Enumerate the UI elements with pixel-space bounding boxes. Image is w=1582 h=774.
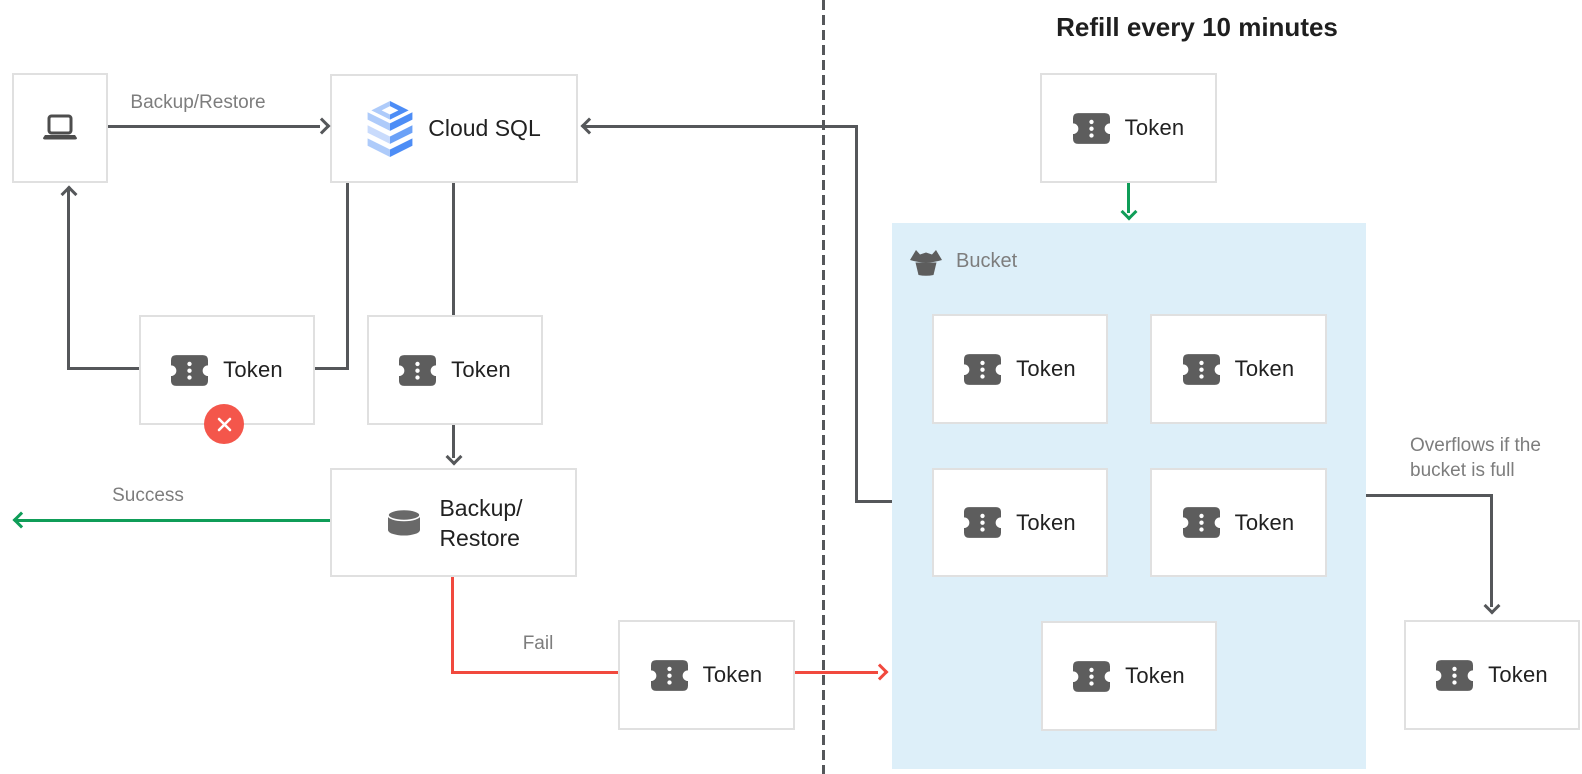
arrowhead — [1120, 203, 1138, 221]
edge-label-fail: Fail — [522, 633, 554, 654]
arrowhead — [871, 663, 889, 681]
arrowhead — [12, 511, 30, 529]
bucket-icon — [910, 250, 942, 276]
error-badge — [204, 404, 244, 444]
token-ticket-icon — [1182, 353, 1220, 385]
database-cylinder-icon — [387, 508, 422, 535]
edge-rejected-to-client-v — [67, 190, 70, 370]
client-node — [12, 73, 108, 183]
backup-restore-node: Backup/ Restore — [330, 468, 577, 577]
edge-bucket-to-cloudsql-h1 — [583, 125, 858, 128]
arrowhead — [445, 448, 463, 466]
token-ticket-icon — [399, 354, 437, 386]
edge-token-to-backup — [452, 425, 455, 458]
edge-cloudsql-to-token — [452, 183, 455, 315]
laptop-icon — [43, 114, 77, 140]
arrowhead — [1483, 597, 1501, 615]
edge-rejected-to-client-h — [67, 367, 139, 370]
edge-refill-to-bucket — [1127, 183, 1130, 213]
token-label: Token — [1125, 663, 1185, 688]
page-title: Refill every 10 minutes — [1056, 12, 1338, 42]
edge-success — [16, 519, 330, 522]
token-node-overflow: Token — [1404, 620, 1580, 730]
edge-bucket-to-cloudsql-h2 — [855, 500, 892, 503]
cloud-sql-node: Cloud SQL — [330, 74, 578, 183]
edge-label-backup-restore: Backup/Restore — [130, 92, 266, 113]
token-ticket-icon — [1072, 112, 1110, 144]
edge-cloudsql-to-rejected-v — [346, 183, 349, 370]
token-ticket-icon — [964, 507, 1002, 538]
bucket-caption: Bucket — [909, 246, 1017, 276]
token-label: Token — [1016, 356, 1076, 381]
edge-cloudsql-to-rejected-h — [315, 367, 349, 370]
edge-overflow-v — [1490, 494, 1493, 607]
token-ticket-icon — [1073, 660, 1111, 692]
bucket-token-2: Token — [1150, 314, 1327, 424]
cloud-sql-icon — [367, 100, 413, 157]
token-label: Token — [451, 357, 511, 382]
token-ticket-icon — [650, 659, 688, 691]
bucket-token-3: Token — [932, 468, 1108, 577]
edge-bucket-to-cloudsql-v — [855, 125, 858, 503]
bucket-token-5: Token — [1041, 621, 1217, 731]
cloud-sql-label: Cloud SQL — [428, 115, 541, 141]
bucket-label: Bucket — [956, 249, 1018, 272]
token-label: Token — [1016, 509, 1076, 535]
dashed-divider — [822, 0, 825, 774]
edge-failed-token-to-bucket — [795, 671, 878, 674]
token-ticket-icon — [171, 354, 209, 386]
token-ticket-icon — [1182, 507, 1220, 538]
error-x-icon — [217, 417, 231, 431]
edge-label-overflow: Overflows if the bucket is full — [1410, 435, 1541, 481]
token-ticket-icon — [1436, 659, 1474, 691]
token-label: Token — [1124, 115, 1185, 140]
bucket-token-1: Token — [932, 314, 1108, 424]
bucket-token-4: Token — [1150, 468, 1327, 577]
token-label: Token — [223, 357, 283, 382]
arrowhead — [313, 117, 331, 135]
edge-client-to-cloudsql — [108, 125, 320, 128]
edge-fail-v — [451, 577, 454, 674]
backup-restore-label: Backup/ Restore — [439, 494, 523, 551]
token-ticket-icon — [964, 353, 1002, 385]
edge-fail-h — [451, 671, 618, 674]
edge-overflow-h — [1366, 494, 1493, 497]
token-node-failed: Token — [618, 620, 795, 730]
token-label: Token — [1488, 662, 1548, 687]
token-node-consumed: Token — [367, 315, 543, 425]
edge-label-success: Success — [112, 485, 184, 506]
arrowhead — [580, 117, 598, 135]
token-node-refill: Token — [1040, 73, 1217, 183]
token-label: Token — [1234, 509, 1295, 535]
arrowhead — [60, 185, 78, 203]
token-label: Token — [1234, 356, 1295, 381]
token-label: Token — [702, 662, 763, 687]
